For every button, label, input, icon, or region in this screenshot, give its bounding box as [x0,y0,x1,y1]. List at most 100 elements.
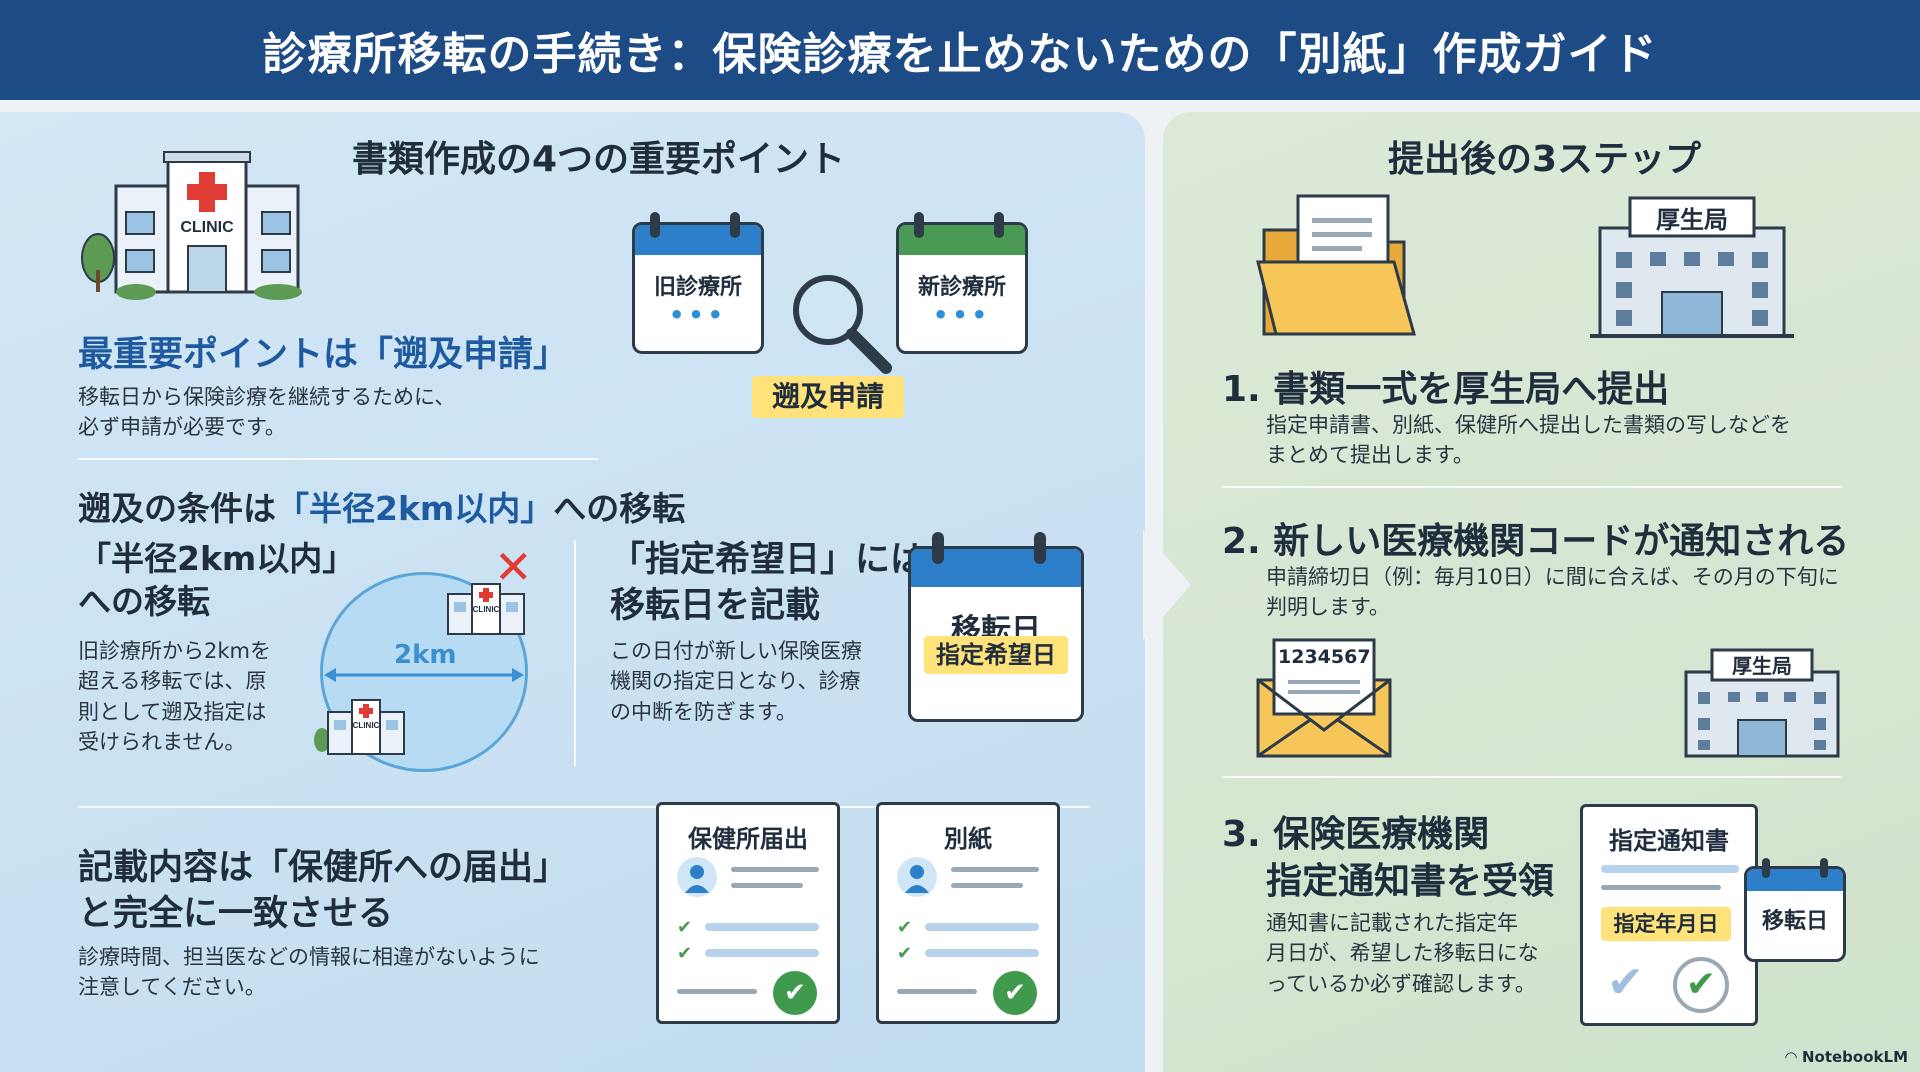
new-clinic-icon: CLINIC [446,580,526,636]
step1-body-line: まとめて提出します。 [1266,443,1474,468]
point2-subheading-line: への移転 [78,581,210,621]
moving-day-calendar: 移転日 [908,546,1084,722]
old-clinic-label: 旧診療所 [653,275,742,300]
magnifier-icon [786,268,896,378]
health-bureau-sign: 厚生局 [1656,206,1728,234]
divider [78,458,598,460]
new-clinic-label: 新診療所 [917,275,1006,300]
step3-calendar-label: 移転日 [1761,909,1828,934]
point1-body: 移転日から保険診療を継続するために、 必ず申請が必要です。 [78,382,638,443]
point4-heading-line: 記載内容は「保健所への届出」 [78,848,569,888]
calendar-ring-icon [1762,858,1770,878]
designation-date-tag: 指定年月日 [1601,907,1731,941]
clinic-sign-text: CLINIC [180,219,234,236]
point2-heading-highlight: 「半径2km以内」 [276,489,554,528]
point4-body-line: 診療時間、担当医などの情報に相違がないように [78,945,540,969]
text-line [731,867,819,872]
step3-body-line: 通知書に記載された指定年 [1266,911,1518,935]
clinic-sign-text: CLINIC [473,605,500,614]
point3-body-line: 機関の指定日となり、診療 [610,669,861,694]
text-line [731,883,803,888]
calendar-ring-icon [1034,532,1046,564]
step1-body-line: 指定申請書、別紙、保健所へ提出した書類の写しなどを [1266,413,1791,437]
calendar-ring-icon [994,212,1004,238]
text-line [925,923,1039,931]
point3-heading: 「指定希望日」には 移転日を記載 [610,538,925,629]
calendar-ring-icon [932,532,944,564]
text-line [925,949,1039,957]
institution-code: 1234567 [1278,646,1371,668]
watermark-text: NotebookLM [1801,1048,1908,1066]
step3-calendar: 移転日 [1744,866,1846,962]
point4-body-line: 注意してください。 [78,975,266,1000]
check-icon: ✔ [677,917,693,938]
approved-check-icon: ✔ [773,971,817,1015]
distance-label: 2km [394,640,457,670]
text-line [951,883,1023,888]
point2-heading-pre: 遡及の条件は [78,489,276,528]
point3-body-line: この日付が新しい保険医療 [610,639,862,663]
point2-heading-post: への移転 [553,489,686,528]
designation-notice-doc: 指定通知書 指定年月日 ✔ ✔ [1580,804,1758,1026]
clinic-illustration: CLINIC [78,150,338,300]
envelope-icon [1254,636,1394,760]
point3-heading-line: 「指定希望日」には [610,540,926,580]
point2-body-line: 則として遡及指定は [78,699,267,724]
notebooklm-watermark: ◠ NotebookLM [1785,1048,1908,1066]
text-line [1601,885,1721,890]
check-icon: ✔ [897,917,913,938]
left-section-title: 書類作成の4つの重要ポイント [352,139,846,180]
step2-title: 2. 新しい医療機関コードが通知される [1222,521,1850,562]
point2-subheading-line: 「半径2km以内」 [78,539,356,578]
right-section-title: 提出後の3ステップ [1388,139,1702,180]
divider [574,540,576,766]
step3-title: 3. 保険医療機関 指定通知書を受領 [1222,812,1554,906]
step2-body: 申請締切日（例：毎月10日）に間に合えば、その月の下旬に 判明します。 [1266,562,1906,623]
attachment-doc-title: 別紙 [944,825,992,853]
point2-body: 旧診療所から2kmを 超える移転では、原 則として遡及指定は 受けられません。 [78,636,308,758]
old-clinic-icon: CLINIC [312,694,408,756]
point2-body-line: 超える移転では、原 [78,669,267,694]
text-line [705,949,819,957]
point4-heading: 記載内容は「保健所への届出」 と完全に一致させる [78,846,568,937]
divider [78,806,1090,808]
calendar-ring-icon [914,212,924,238]
old-clinic-calendar: 旧診療所 ••• [632,222,764,354]
text-line [1601,865,1739,873]
text-line [705,923,819,931]
desired-date-tag: 指定希望日 [924,636,1068,674]
step1-body: 指定申請書、別紙、保健所へ提出した書類の写しなどを まとめて提出します。 [1266,410,1886,471]
attachment-doc: 別紙 ✔ ✔ ✔ [876,802,1060,1024]
point3-heading-line: 移転日を記載 [610,585,821,626]
clinic-sign-text: CLINIC [353,721,380,730]
step1-title: 1. 書類一式を厚生局へ提出 [1222,369,1670,410]
text-line [677,989,757,994]
health-bureau-small-icon [1676,648,1848,760]
step3-body-line: 月日が、希望した移転日にな [1266,941,1539,966]
point1-heading: 最重要ポイントは「遡及申請」 [78,335,569,375]
page-header: 診療所移転の手続き：保険診療を止めないための「別紙」作成ガイド [0,0,1920,100]
check-icon: ✔ [677,943,693,964]
step2-body-line: 判明します。 [1266,595,1390,620]
divider [1222,486,1842,488]
health-center-doc: 保健所届出 ✔ ✔ ✔ [656,802,840,1024]
check-icon: ✔ [1607,957,1644,1008]
person-icon [897,857,937,897]
folder-icon [1254,190,1430,340]
distance-arrow-icon [324,660,524,690]
point1-body-line: 移転日から保険診療を継続するために、 [78,385,456,409]
text-line [951,867,1039,872]
divider [1222,776,1842,778]
health-bureau-small-sign: 厚生局 [1732,654,1792,678]
point4-heading-line: と完全に一致させる [78,893,394,934]
approved-check-icon: ✔ [993,971,1037,1015]
point4-body: 診療時間、担当医などの情報に相違がないように 注意してください。 [78,942,638,1003]
health-center-doc-title: 保健所届出 [688,825,808,853]
point3-body-line: の中断を防ぎます。 [610,699,797,724]
text-line [897,989,977,994]
point1-body-line: 必ず申請が必要です。 [78,415,286,440]
check-icon: ✔ [897,943,913,964]
health-bureau-building-icon [1586,196,1798,340]
calendar-dots: ••• [668,301,728,329]
page-title: 診療所移転の手続き：保険診療を止めないための「別紙」作成ガイド [262,29,1658,80]
